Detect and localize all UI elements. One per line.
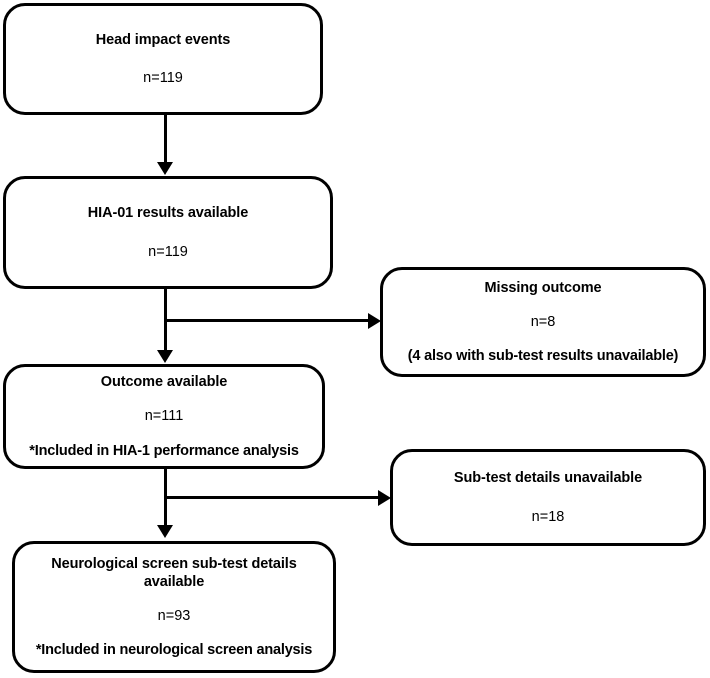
node-title: Sub-test details unavailable: [453, 470, 643, 487]
node-count: n=8: [530, 313, 556, 330]
edge-5-line: [164, 496, 380, 499]
node-title: Missing outcome: [484, 279, 602, 296]
edge-2-arrowhead: [157, 350, 173, 363]
node-note: *Included in neurological screen analysi…: [35, 642, 313, 659]
node-count: n=119: [143, 70, 183, 86]
node-missing-outcome: Missing outcome n=8 (4 also with sub-tes…: [380, 267, 706, 377]
node-hia-01-results-available: HIA-01 results available n=119: [3, 176, 333, 289]
edge-3-line: [164, 319, 370, 322]
node-title: Head impact events: [95, 31, 231, 48]
node-head-impact-events: Head impact events n=119: [3, 3, 323, 115]
node-outcome-available: Outcome available n=111 *Included in HIA…: [3, 364, 325, 469]
node-count: n=119: [148, 243, 188, 260]
node-note: *Included in HIA-1 performance analysis: [29, 442, 299, 459]
edge-3-arrowhead: [368, 313, 381, 329]
node-neurological-screen-sub-test-details-available: Neurological screen sub-test details ava…: [12, 541, 336, 673]
edge-4-arrowhead: [157, 525, 173, 538]
node-count: n=18: [531, 508, 565, 525]
node-count: n=111: [144, 408, 184, 425]
edge-1-arrowhead: [157, 162, 173, 175]
node-note: (4 also with sub-test results unavailabl…: [407, 348, 679, 365]
node-count: n=93: [157, 608, 191, 624]
node-title: HIA-01 results available: [87, 205, 249, 222]
node-sub-test-details-unavailable: Sub-test details unavailable n=18: [390, 449, 706, 546]
edge-1-line: [164, 115, 167, 164]
edge-5-arrowhead: [378, 490, 391, 506]
node-title: Neurological screen sub-test details ava…: [51, 555, 297, 590]
node-title: Outcome available: [100, 374, 228, 391]
